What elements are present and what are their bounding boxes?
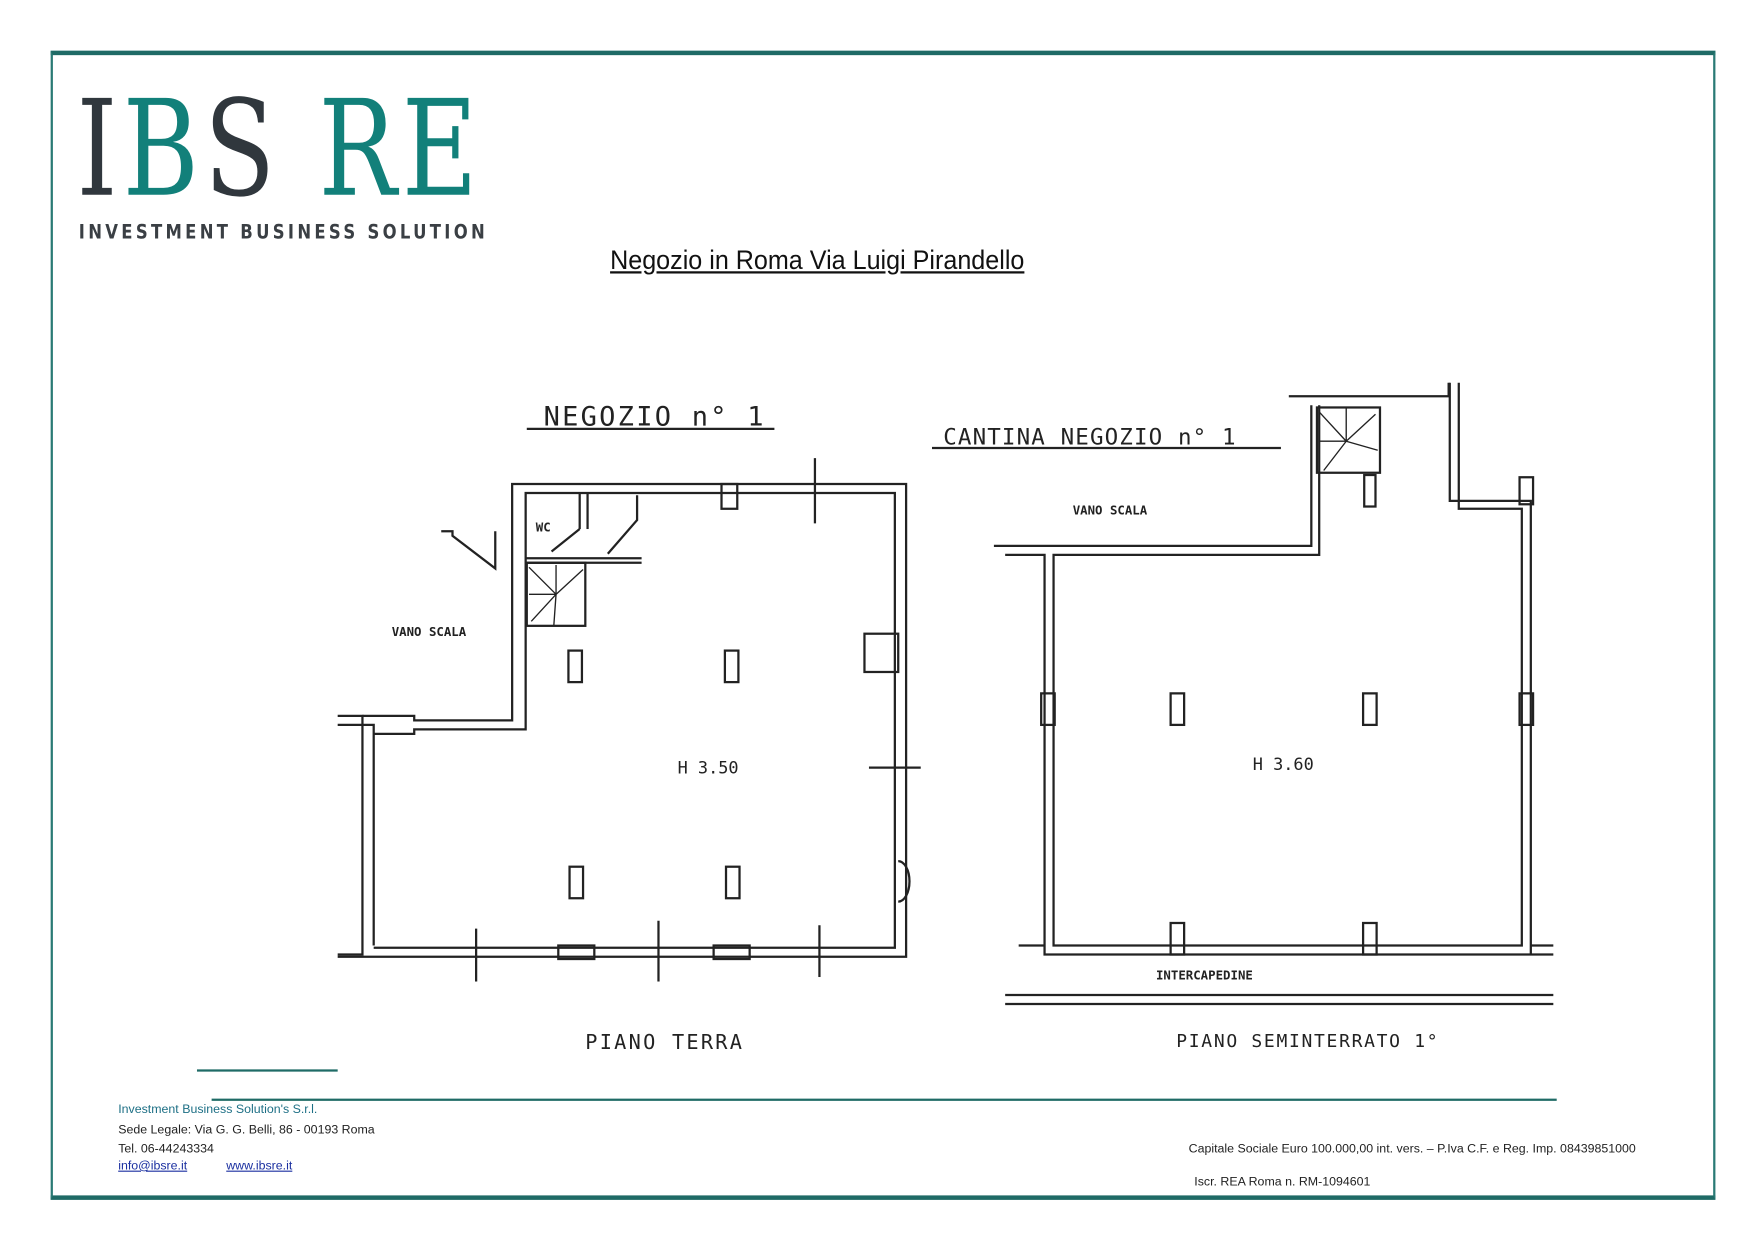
- logo-letter: E: [401, 70, 483, 227]
- stair-label: VANO SCALA: [392, 625, 467, 639]
- logo-letter: S: [204, 70, 281, 227]
- floor-label: PIANO TERRA: [585, 1030, 744, 1054]
- page-title: Negozio in Roma Via Luigi Pirandello: [610, 245, 1025, 276]
- footer-rea: Iscr. REA Roma n. RM-1094601: [1194, 1175, 1371, 1189]
- plan-heading: CANTINA NEGOZIO n° 1: [943, 425, 1236, 451]
- ceiling-height-label: H 3.60: [1253, 754, 1314, 774]
- logo-tagline: INVESTMENT BUSINESS SOLUTION: [78, 221, 489, 245]
- logo-letter: B: [122, 70, 205, 227]
- wc-label: WC: [536, 520, 551, 534]
- floor-label: PIANO SEMINTERRATO 1°: [1176, 1031, 1439, 1052]
- footer-capital: Capitale Sociale Euro 100.000,00 int. ve…: [1188, 1142, 1636, 1156]
- logo-letter: I: [76, 70, 123, 227]
- website-link[interactable]: www.ibsre.it: [226, 1159, 293, 1173]
- footer-company: Investment Business Solution's S.r.l.: [118, 1103, 318, 1117]
- plan-heading: NEGOZIO n° 1: [544, 401, 766, 432]
- company-logo: IBS RE: [77, 81, 483, 216]
- stair-icon: [525, 561, 587, 627]
- footer-address: Sede Legale: Via G. G. Belli, 86 - 00193…: [118, 1123, 375, 1137]
- cavity-label: INTERCAPEDINE: [1156, 968, 1253, 982]
- ceiling-height-label: H 3.50: [678, 757, 739, 777]
- footer-phone: Tel. 06-44243334: [118, 1142, 214, 1156]
- page-border: [50, 50, 1716, 1200]
- email-link[interactable]: info@ibsre.it: [118, 1159, 188, 1173]
- stair-icon: [1315, 406, 1382, 474]
- plan-basement: CANTINA NEGOZIO n° 1 VANO SCALA H 3.60 I…: [931, 382, 1554, 1052]
- logo-letter: R: [318, 70, 402, 227]
- stair-label: VANO SCALA: [1073, 503, 1148, 517]
- plan-ground-floor: NEGOZIO n° 1 VANO SCALA: [337, 401, 921, 1054]
